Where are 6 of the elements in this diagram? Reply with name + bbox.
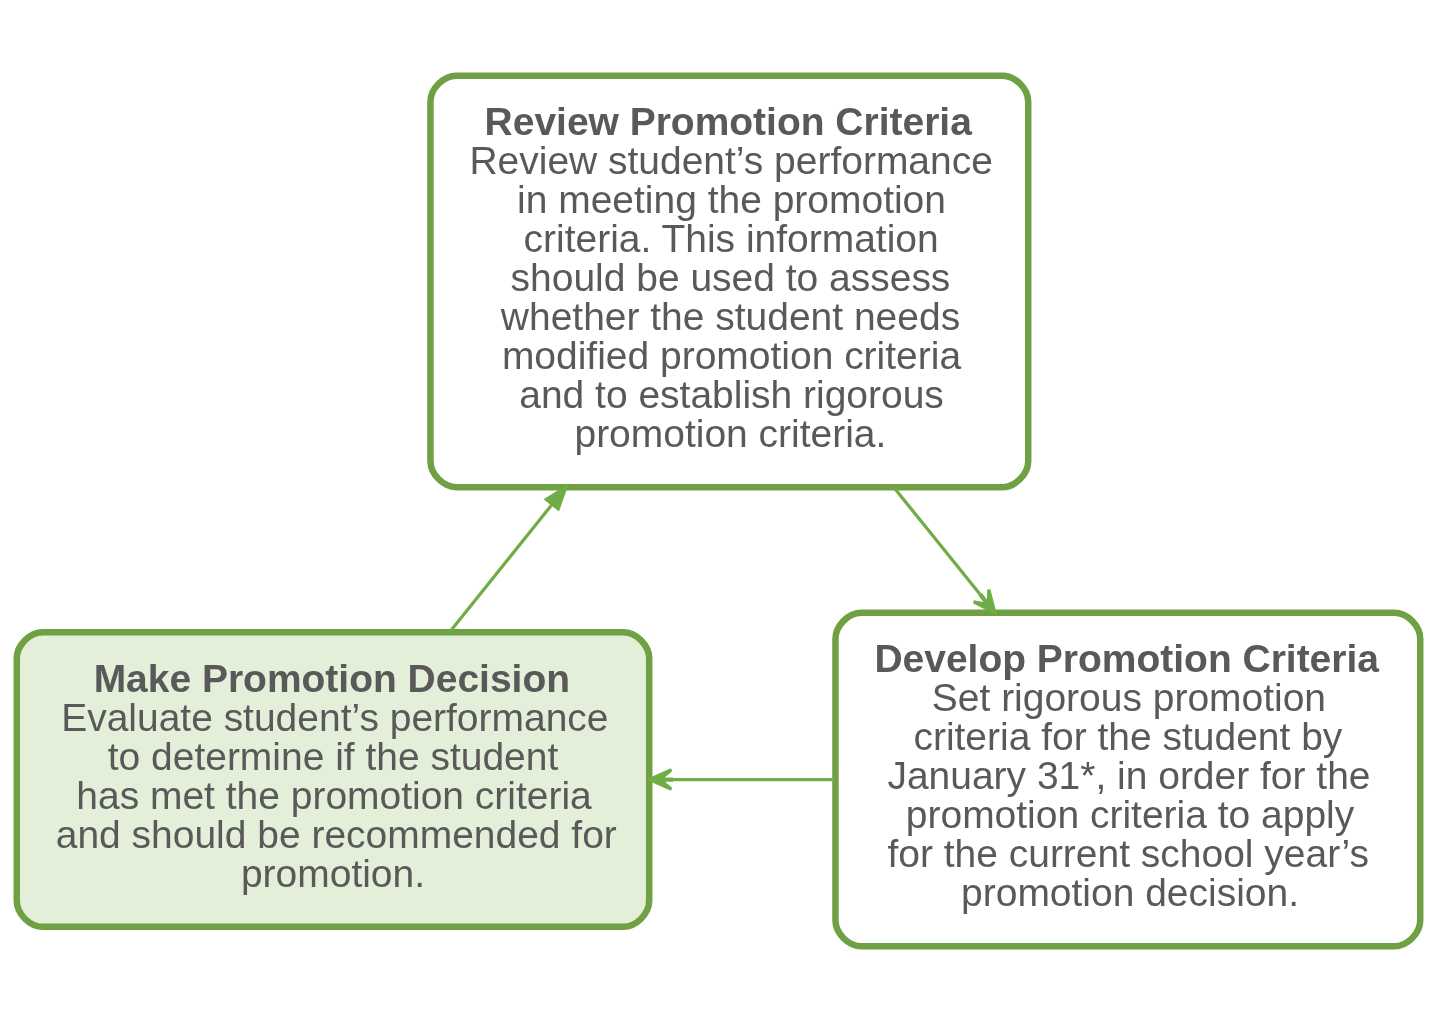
arrow [448, 482, 569, 633]
arrow [892, 485, 997, 614]
node-box: Review Promotion Criteria Review student’s performance in meeting the promotion criteria. This information should be used to assess whether the student needs modified promotion criteria and to establish rigorous promotion criteria. [427, 71, 1032, 490]
node-box: Make Promotion Decision Evaluate student’s performance to determine if the student has met the promotion criteria and should be recommended for promotion. [13, 628, 653, 930]
node-box: Develop Promotion Criteria Set rigorous promotion criteria for the student by January 31*, in order for the promotion criteria to apply for the current school year’s promotion decision. [832, 609, 1424, 950]
arrow [648, 767, 835, 791]
